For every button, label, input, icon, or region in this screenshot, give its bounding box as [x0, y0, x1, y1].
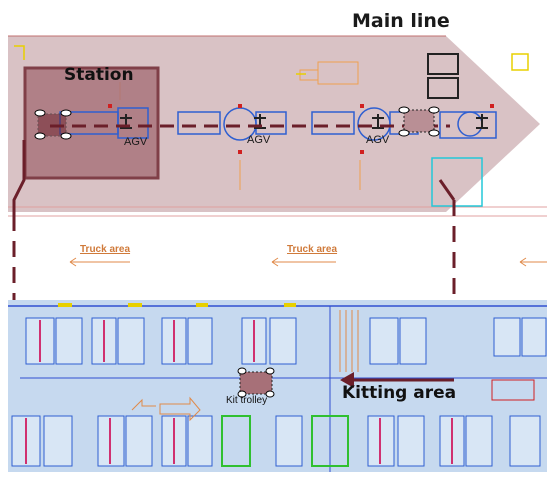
trolley-wheel	[237, 390, 247, 398]
trolley-wheel	[237, 367, 247, 375]
station-label: Station	[64, 65, 134, 85]
trolley-wheel	[265, 367, 275, 375]
agv-marks	[120, 114, 488, 129]
shelves-upper	[25, 317, 547, 365]
agv-label: AGV	[124, 136, 148, 148]
trolley-wheel	[265, 390, 275, 398]
hatched-area	[339, 310, 359, 372]
green-shelves	[221, 415, 349, 467]
agv-label: AGV	[366, 134, 390, 146]
red-pins	[108, 104, 494, 154]
agv-unit-1	[34, 109, 72, 140]
kit-trolley-label: Kit trolley	[226, 395, 268, 406]
truck-area-arrows	[69, 257, 547, 267]
shelf-pink-posts	[25, 320, 453, 464]
upkuph-box	[491, 379, 535, 401]
truck-area-label: Truck area	[287, 244, 338, 255]
kitting-arrowhead	[340, 372, 354, 388]
agv-unit-2	[398, 106, 440, 137]
truck-area-label: Truck area	[80, 244, 131, 255]
storage-rack	[427, 53, 459, 99]
kit-trolley-unit	[239, 371, 273, 395]
cyan-cell	[431, 157, 483, 207]
main-line-title: Main line	[352, 10, 450, 32]
orange-outline-arrows	[131, 396, 201, 422]
kitting-yellow-marks	[58, 303, 296, 307]
agv-label: AGV	[247, 134, 271, 146]
shelves-lower	[11, 415, 541, 467]
kitting-area-label: Kitting area	[342, 383, 457, 403]
yellow-fixtures	[14, 45, 529, 75]
main-line-blueprint	[119, 61, 361, 190]
